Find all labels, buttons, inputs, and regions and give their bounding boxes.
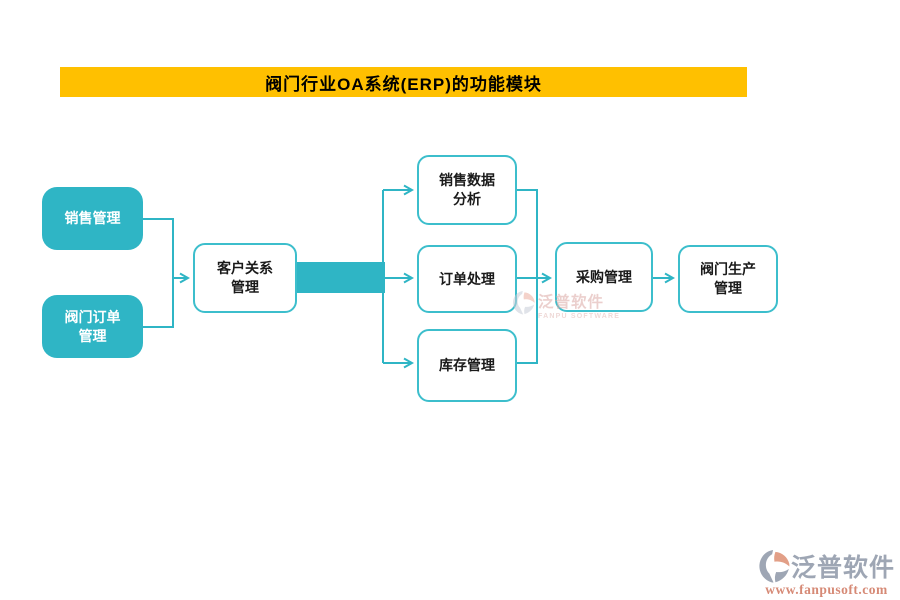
node-sales-management: 销售管理 (42, 187, 143, 250)
node-inventory-management: 库存管理 (417, 329, 517, 402)
node-valve-order-management: 阀门订单 管理 (42, 295, 143, 358)
node-valve-production-management: 阀门生产 管理 (678, 245, 778, 313)
crm-to-branch-thick-bar (295, 262, 385, 293)
node-order-processing: 订单处理 (417, 245, 517, 313)
diagram-title-banner: 阀门行业OA系统(ERP)的功能模块 (60, 67, 747, 97)
left-merge-line (143, 218, 174, 328)
node-procurement-management: 采购管理 (555, 242, 653, 312)
node-customer-relation-management: 客户关系 管理 (193, 243, 297, 313)
node-sales-data-analysis: 销售数据 分析 (417, 155, 517, 225)
right-merge-line (517, 189, 538, 364)
diagram-title: 阀门行业OA系统(ERP)的功能模块 (265, 74, 542, 94)
